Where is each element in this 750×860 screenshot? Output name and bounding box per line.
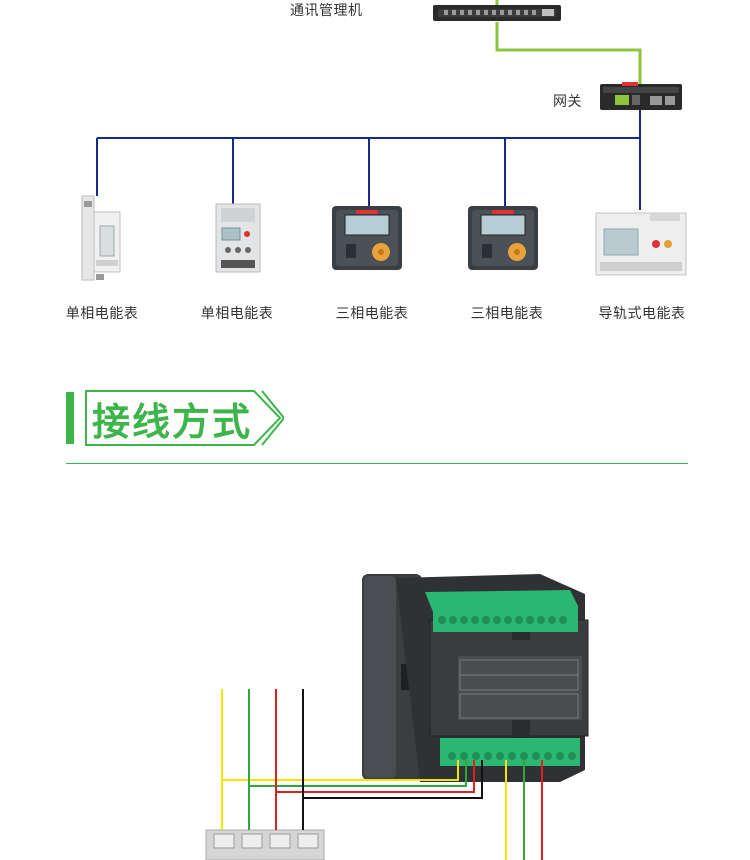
communication-manager-switch-icon xyxy=(433,5,561,21)
network-link-lines xyxy=(495,0,642,84)
device-label: 单相电能表 xyxy=(65,306,139,322)
section-title: 接线方式 xyxy=(92,400,253,444)
section-accent-bar xyxy=(66,392,74,444)
wire-black-neutral xyxy=(302,689,483,830)
wire-yellow-phase xyxy=(221,689,459,830)
device-label: 导轨式电能表 xyxy=(598,306,686,322)
switch-label: 通讯管理机 xyxy=(290,3,363,19)
wire-red-phase xyxy=(275,689,475,830)
three-phase-panel-meter-icon xyxy=(332,206,402,270)
top-terminal-block xyxy=(425,590,578,632)
network-topology-diagram xyxy=(81,0,687,281)
device-label: 三相电能表 xyxy=(470,306,544,322)
three-phase-panel-meter-icon xyxy=(468,206,538,270)
din-rail-meter-icon xyxy=(595,212,687,276)
wire-green-phase xyxy=(248,689,467,830)
single-phase-din-meter-icon xyxy=(81,195,121,281)
gateway-label: 网关 xyxy=(553,94,582,110)
circuit-breaker-icon xyxy=(205,829,325,860)
device-label: 单相电能表 xyxy=(200,306,274,322)
gateway-device-icon xyxy=(600,82,682,110)
single-phase-lcd-meter-icon xyxy=(215,203,261,273)
bottom-terminal-block xyxy=(440,738,580,766)
wiring-diagram xyxy=(205,574,589,860)
device-label: 三相电能表 xyxy=(335,306,409,322)
section-divider xyxy=(66,463,688,464)
section-title-tag-frame xyxy=(85,390,284,446)
rs485-bus-lines xyxy=(96,110,641,210)
